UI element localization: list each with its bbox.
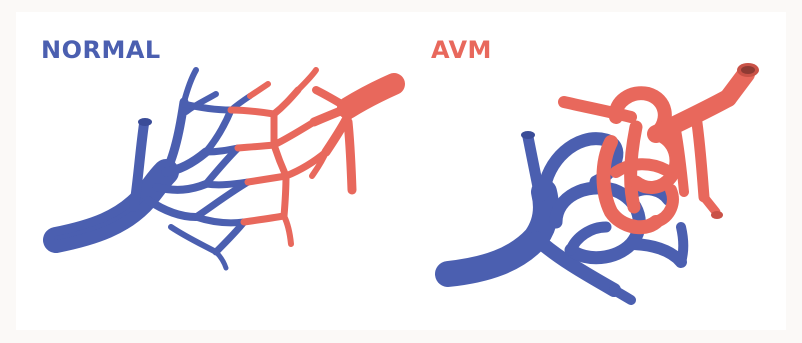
figure-frame: NORMAL AVM: [16, 12, 786, 330]
normal-panel: [56, 70, 394, 268]
normal-vein: [56, 70, 226, 268]
avm-panel: [448, 63, 759, 300]
normal-artery: [298, 70, 394, 190]
vessel-illustration: [16, 12, 786, 330]
avm-vein: [448, 131, 683, 300]
normal-capillary-mesh: [184, 84, 326, 252]
